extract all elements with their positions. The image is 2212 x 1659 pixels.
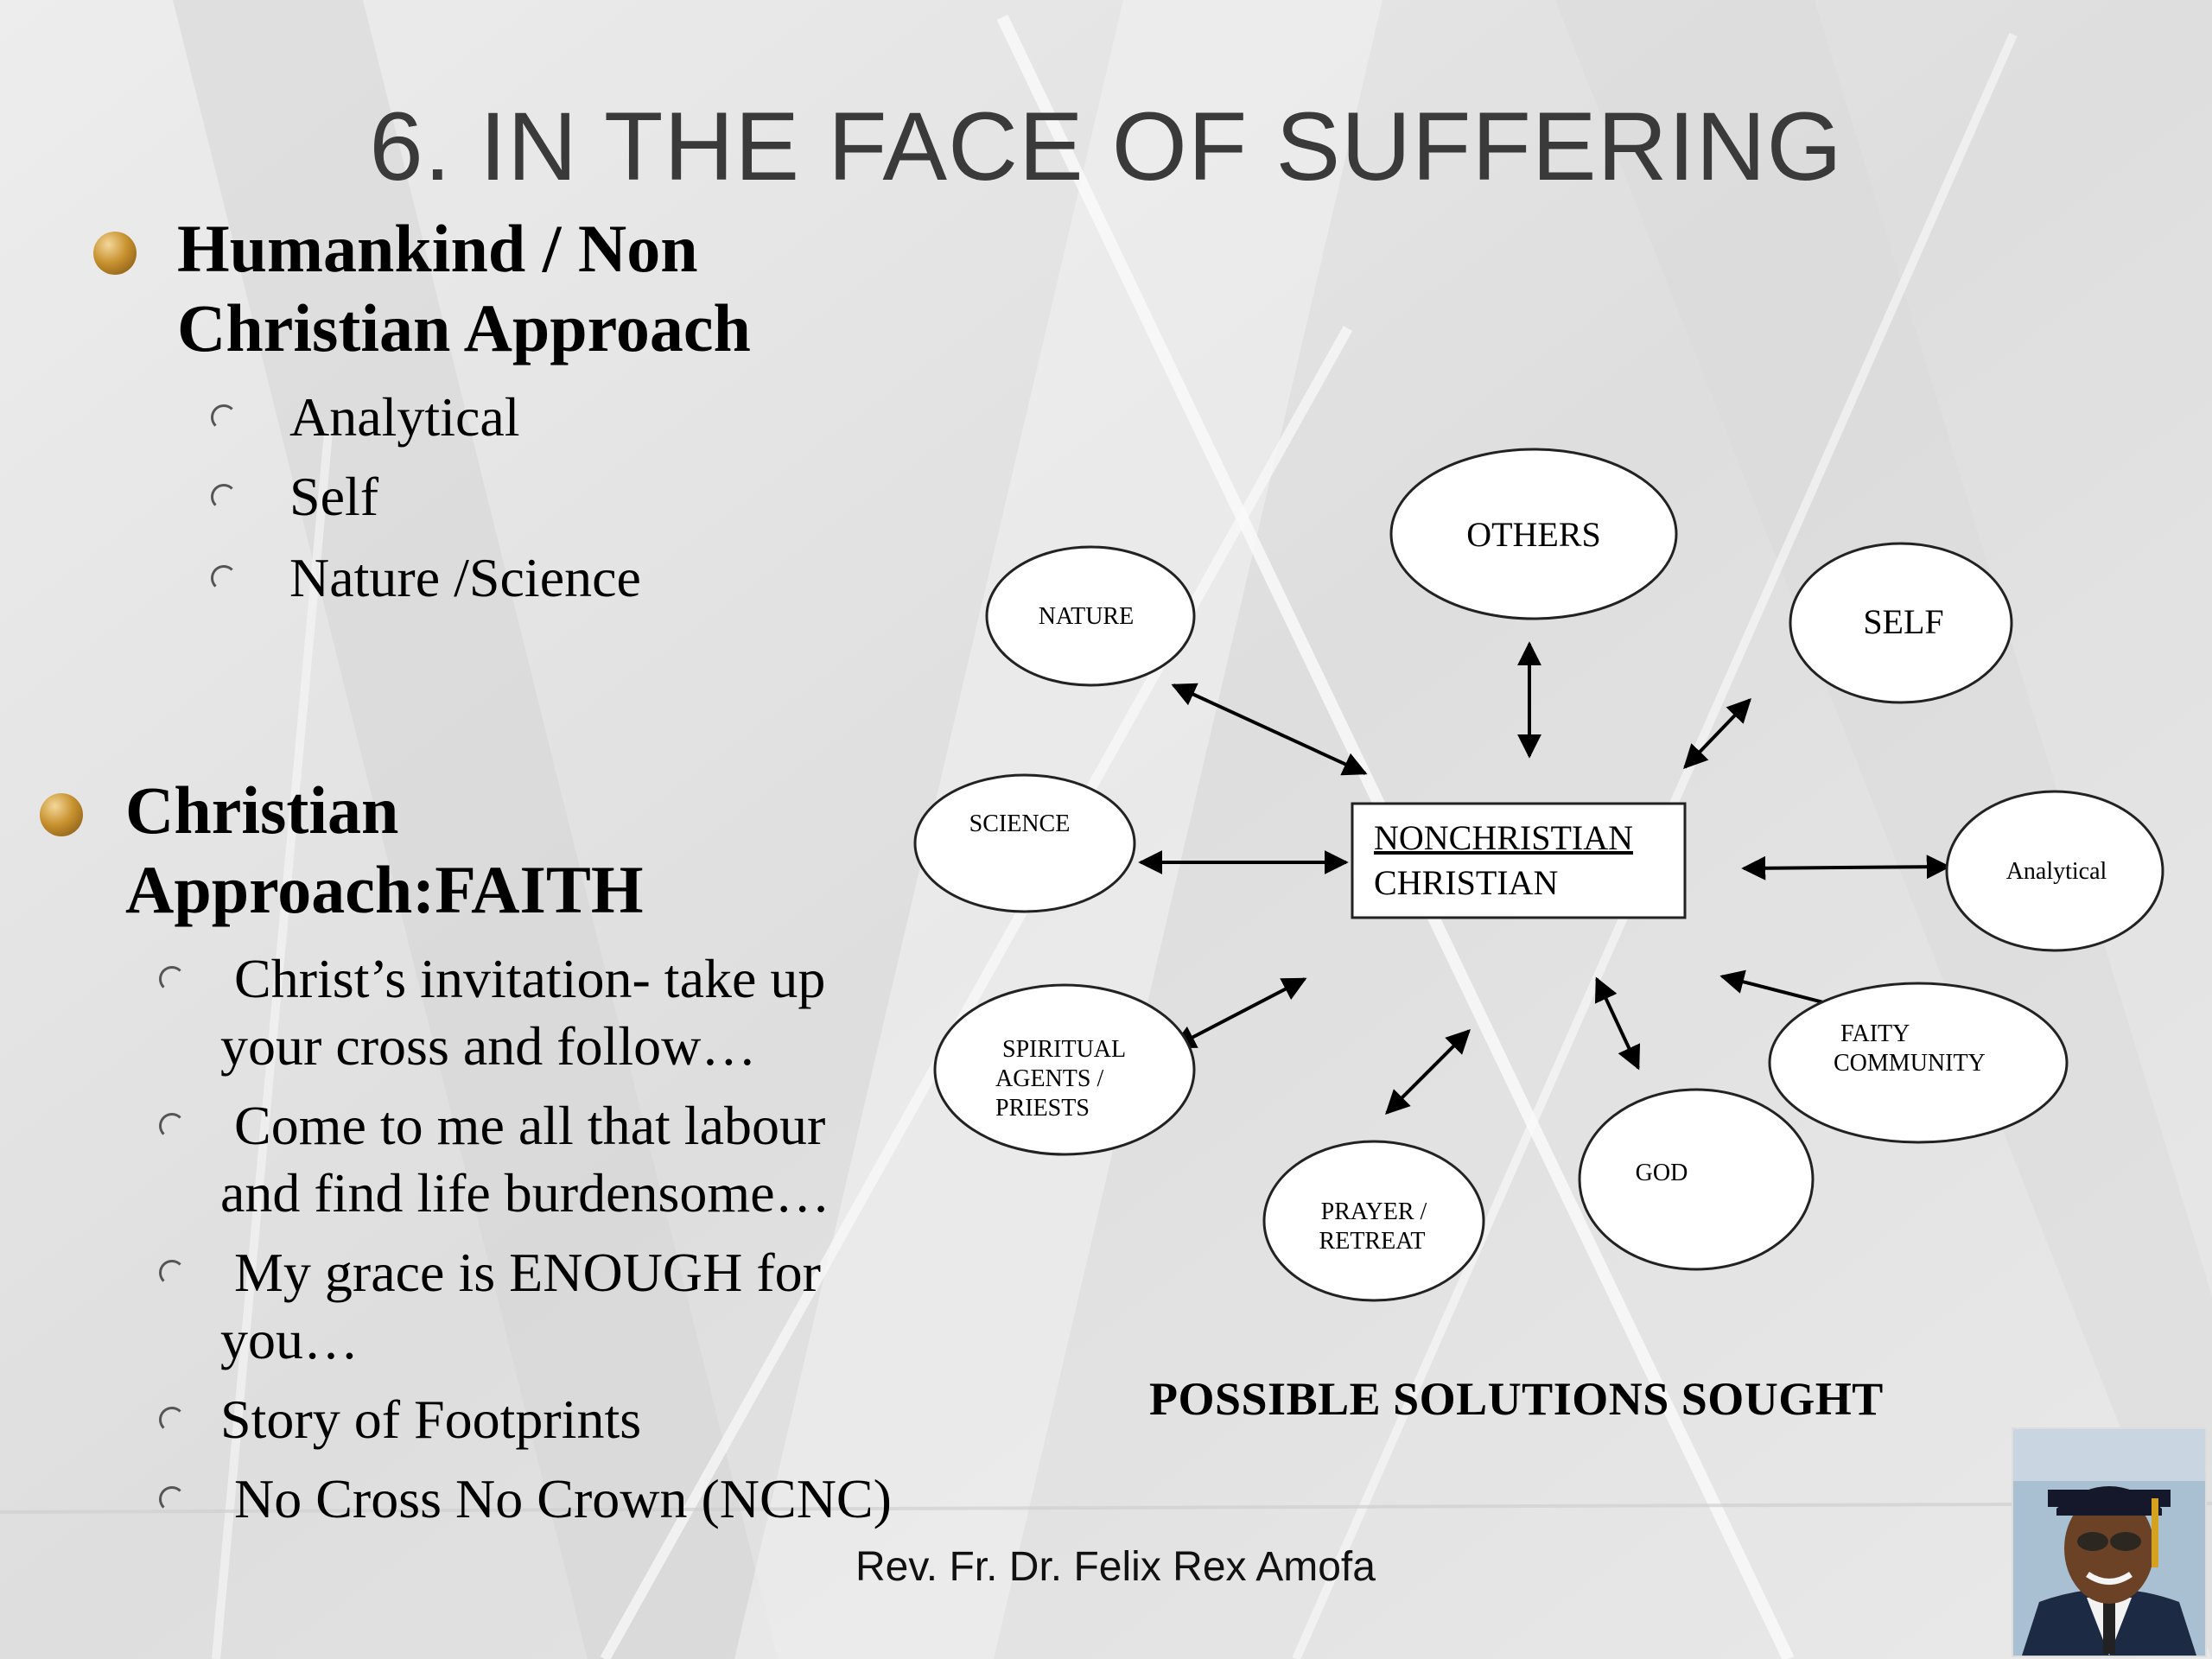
- section2-item: No Cross No Crown (NCNC): [220, 1468, 892, 1529]
- node-spiritual-agents: SPIRITUAL AGENTS / PRIESTS: [933, 983, 1196, 1156]
- hollow-bullet-icon: [159, 1260, 185, 1286]
- section1-item: Analytical: [289, 386, 520, 448]
- section2-item-line1: Christ’s invitation- take up: [220, 948, 826, 1009]
- arrow-prayer: [1385, 1029, 1471, 1115]
- section2-item-line2: and find life burdensome…: [220, 1162, 830, 1224]
- arrow-self: [1683, 697, 1751, 770]
- node-analytical: Analytical: [1945, 790, 2164, 952]
- arrow-spiritual: [1171, 977, 1307, 1049]
- node-science: SCIENCE: [913, 773, 1136, 913]
- section2-item: My grace is ENOUGH for you…: [220, 1239, 821, 1374]
- svg-text:SELF: SELF: [1863, 602, 1943, 641]
- section1-heading: Humankind / Non Christian Approach: [177, 209, 751, 368]
- svg-text:AGENTS /: AGENTS /: [995, 1065, 1103, 1092]
- node-nature: NATURE: [985, 545, 1196, 687]
- footer-author: Rev. Fr. Dr. Felix Rex Amofa: [855, 1544, 1376, 1590]
- section2-item: Come to me all that labour and find life…: [220, 1092, 830, 1227]
- section1-item: Self: [289, 466, 379, 527]
- node-others: OTHERS: [1389, 448, 1678, 620]
- svg-text:FAITY: FAITY: [1840, 1020, 1910, 1047]
- section1-item: Nature /Science: [289, 547, 641, 608]
- svg-text:PRIESTS: PRIESTS: [995, 1095, 1090, 1122]
- diagram-caption: POSSIBLE SOLUTIONS SOUGHT: [1149, 1373, 1884, 1425]
- svg-text:COMMUNITY: COMMUNITY: [1834, 1050, 1986, 1077]
- slide-title: 6. IN THE FACE OF SUFFERING: [369, 92, 1843, 200]
- arrow-god: [1594, 976, 1641, 1071]
- arrow-faity: [1719, 969, 1831, 1006]
- arrow-nature: [1171, 683, 1368, 776]
- section2-item-line2: your cross and follow…: [220, 1015, 757, 1077]
- section1-heading-line1: Humankind / Non: [177, 211, 698, 286]
- solutions-diagram: NONCHRISTIAN CHRISTIAN OTHERS NATURE SEL…: [913, 448, 2164, 1302]
- svg-text:SPIRITUAL: SPIRITUAL: [1002, 1036, 1126, 1063]
- svg-text:OTHERS: OTHERS: [1466, 515, 1601, 554]
- center-box: NONCHRISTIAN CHRISTIAN: [1351, 802, 1687, 919]
- svg-text:RETREAT: RETREAT: [1319, 1228, 1426, 1255]
- center-line2: CHRISTIAN: [1374, 863, 1558, 902]
- hollow-bullet-icon: [211, 565, 237, 591]
- svg-text:NATURE: NATURE: [1039, 603, 1134, 630]
- section2-heading: Christian Approach:FAITH: [125, 771, 644, 930]
- hollow-bullet-icon: [159, 1407, 185, 1433]
- section2-item-line2: you…: [220, 1309, 359, 1370]
- section2-item-line1: Come to me all that labour: [220, 1095, 826, 1156]
- svg-text:Analytical: Analytical: [2006, 858, 2107, 885]
- hollow-bullet-icon: [159, 966, 185, 992]
- bullet-icon: [40, 793, 83, 836]
- node-faity-community: FAITY COMMUNITY: [1768, 982, 2069, 1144]
- arrow-analytical: [1741, 855, 1951, 880]
- bullet-icon: [93, 232, 137, 275]
- author-portrait: [2012, 1427, 2207, 1657]
- hollow-bullet-icon: [159, 1113, 185, 1139]
- section2-heading-line2: Approach:FAITH: [125, 852, 644, 927]
- hollow-bullet-icon: [211, 484, 237, 510]
- center-line1: NONCHRISTIAN: [1374, 818, 1633, 857]
- node-self: SELF: [1789, 542, 2013, 704]
- svg-text:GOD: GOD: [1636, 1160, 1688, 1186]
- section2-item: Story of Footprints: [220, 1389, 642, 1450]
- node-god: GOD: [1578, 1088, 1815, 1271]
- hollow-bullet-icon: [211, 404, 237, 430]
- section1-heading-line2: Christian Approach: [177, 290, 751, 365]
- svg-text:SCIENCE: SCIENCE: [969, 810, 1071, 837]
- section2-item: Christ’s invitation- take up your cross …: [220, 945, 825, 1080]
- svg-text:PRAYER /: PRAYER /: [1321, 1198, 1427, 1225]
- section2-heading-line1: Christian: [125, 772, 399, 848]
- node-prayer-retreat: PRAYER / RETREAT: [1262, 1140, 1485, 1302]
- section2-item-line1: My grace is ENOUGH for: [220, 1242, 821, 1303]
- hollow-bullet-icon: [159, 1486, 185, 1512]
